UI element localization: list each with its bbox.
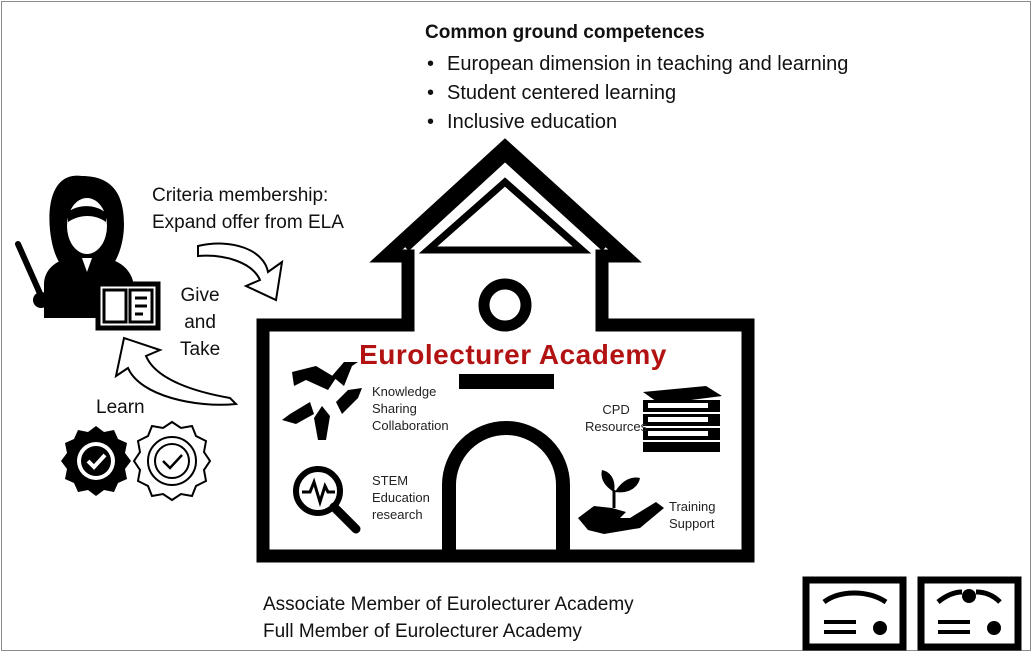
stem-line: research [372, 507, 423, 522]
book-icon [95, 281, 161, 331]
training-line: Support [669, 516, 715, 531]
give-take-text: Give and Take [180, 282, 220, 363]
badge-filled-icon [61, 426, 131, 496]
certificate-icon [917, 576, 1022, 651]
competence-item: European dimension in teaching and learn… [425, 50, 848, 79]
books-stack-icon [643, 386, 722, 452]
competence-item: Student centered learning [425, 79, 848, 108]
full-member: Full Member of Eurolecturer Academy [263, 621, 582, 642]
competence-item: Inclusive education [425, 108, 848, 137]
competences-title: Common ground competences [425, 22, 705, 43]
stem-line: STEM [372, 473, 409, 488]
building-window [459, 278, 554, 389]
knowledge-line: Knowledge [372, 384, 437, 399]
academy-title: Eurolecturer Academy [359, 339, 667, 370]
knowledge-label: Knowledge Sharing Collaboration [372, 383, 449, 434]
cpd-line: CPD [602, 402, 630, 417]
teacher-icon [15, 175, 134, 318]
magnifier-pulse-icon [293, 466, 361, 534]
arrow-to-academy [197, 242, 284, 302]
learn-label: Learn [96, 397, 145, 418]
criteria-line: Criteria membership: [152, 185, 329, 206]
cpd-line: Resources [585, 419, 648, 434]
badge-outline-icon [132, 420, 212, 502]
knowledge-line: Sharing [372, 401, 417, 416]
cpd-label: CPD Resources [585, 401, 647, 435]
criteria-text: Criteria membership: Expand offer from E… [152, 182, 344, 236]
hands-icon [282, 362, 362, 440]
competences-list: European dimension in teaching and learn… [425, 50, 848, 137]
membership-text: Associate Member of Eurolecturer Academy… [263, 591, 634, 645]
building-door [442, 421, 570, 556]
criteria-line: Expand offer from ELA [152, 212, 344, 233]
give-take-line: Take [180, 339, 221, 360]
arrow-learn [114, 336, 239, 406]
give-take-line: and [184, 312, 216, 333]
associate-member: Associate Member of Eurolecturer Academy [263, 594, 634, 615]
training-line: Training [669, 499, 716, 514]
plant-hand-icon [578, 470, 664, 534]
knowledge-line: Collaboration [372, 418, 449, 433]
certificate-icon [802, 576, 907, 651]
academy-building [256, 138, 755, 563]
give-take-line: Give [180, 285, 220, 306]
stem-label: STEM Education research [372, 472, 430, 523]
stem-line: Education [372, 490, 430, 505]
training-label: Training Support [669, 498, 715, 532]
